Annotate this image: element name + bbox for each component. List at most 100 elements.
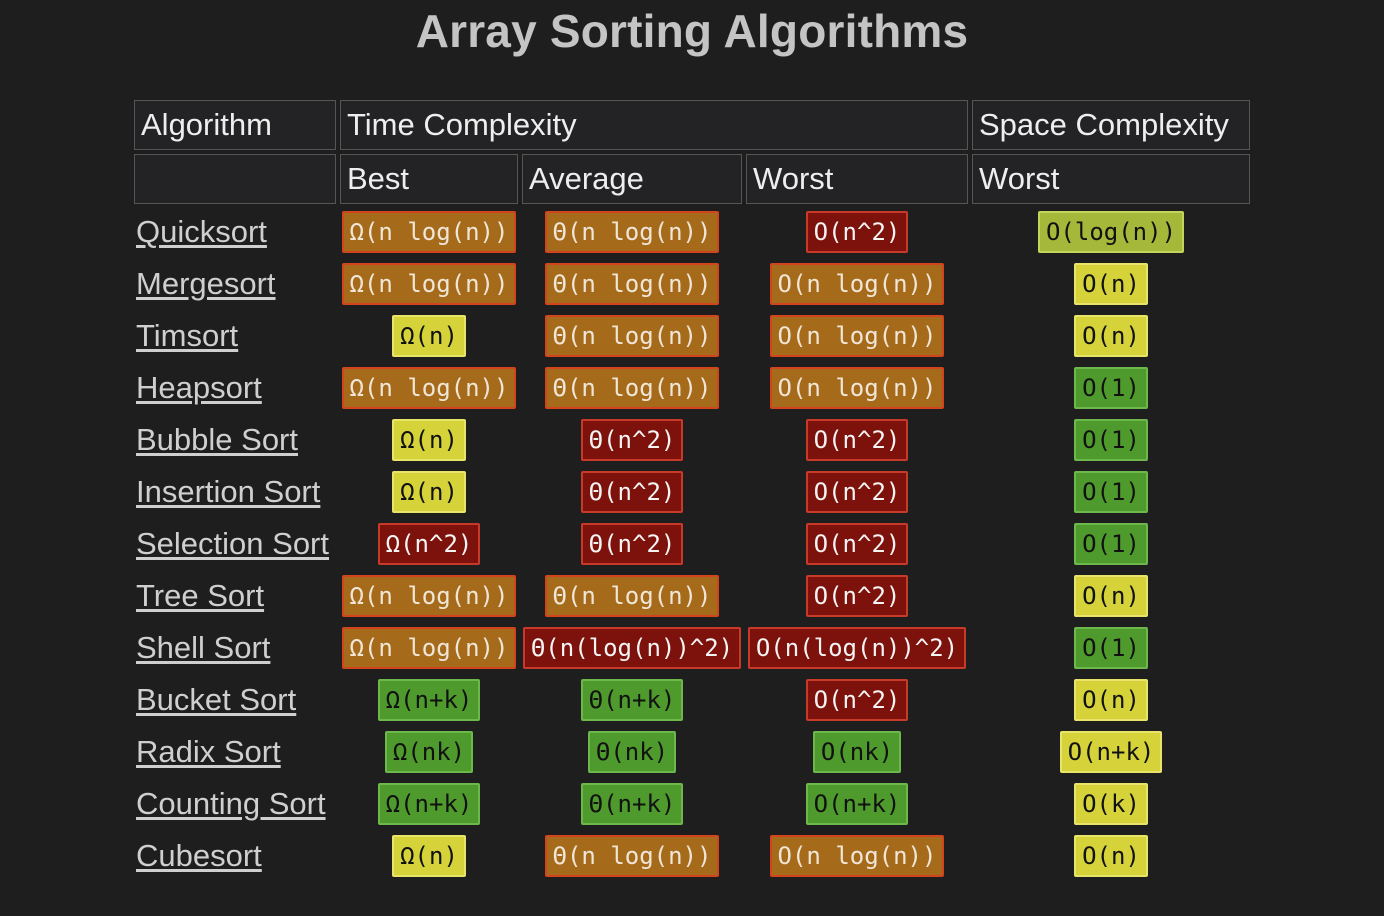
space-cell: O(n) [972, 676, 1250, 724]
best-cell: Ω(n) [340, 312, 518, 360]
worst-cell: O(n log(n)) [746, 832, 968, 880]
space-complexity-badge: O(log(n)) [1037, 211, 1185, 253]
space-cell: O(1) [972, 520, 1250, 568]
header-best: Best [340, 154, 518, 204]
algorithm-link[interactable]: Selection Sort [136, 526, 329, 561]
worst-complexity-badge: O(n log(n)) [769, 315, 945, 357]
worst-cell: O(n^2) [746, 520, 968, 568]
worst-cell: O(n^2) [746, 208, 968, 256]
algorithm-link[interactable]: Mergesort [136, 266, 276, 301]
algorithm-link[interactable]: Cubesort [136, 838, 262, 873]
space-cell: O(n) [972, 312, 1250, 360]
average-complexity-badge: Θ(n log(n)) [544, 315, 720, 357]
average-complexity-badge: Θ(n^2) [580, 471, 684, 513]
algorithm-link[interactable]: Counting Sort [136, 786, 326, 821]
average-cell: Θ(n+k) [522, 676, 742, 724]
space-complexity-badge: O(1) [1074, 419, 1148, 461]
space-complexity-badge: O(n) [1074, 263, 1148, 305]
best-complexity-badge: Ω(n log(n)) [341, 575, 517, 617]
table-row: Selection Sort Ω(n^2) Θ(n^2) O(n^2) O(1) [134, 520, 1250, 568]
worst-complexity-badge: O(n^2) [805, 419, 909, 461]
best-complexity-badge: Ω(n) [392, 471, 466, 513]
header-time-complexity: Time Complexity [340, 100, 968, 150]
algorithm-cell: Mergesort [134, 260, 336, 308]
space-cell: O(n) [972, 832, 1250, 880]
space-complexity-badge: O(n) [1074, 835, 1148, 877]
space-cell: O(1) [972, 624, 1250, 672]
average-complexity-badge: Θ(nk) [587, 731, 677, 773]
worst-complexity-badge: O(n+k) [805, 783, 909, 825]
best-complexity-badge: Ω(n log(n)) [341, 263, 517, 305]
worst-complexity-badge: O(n^2) [805, 523, 909, 565]
worst-complexity-badge: O(n log(n)) [769, 367, 945, 409]
algorithm-cell: Insertion Sort [134, 468, 336, 516]
header-algorithm: Algorithm [134, 100, 336, 150]
best-cell: Ω(n log(n)) [340, 260, 518, 308]
average-cell: Θ(n log(n)) [522, 260, 742, 308]
best-complexity-badge: Ω(n) [392, 315, 466, 357]
algorithm-cell: Counting Sort [134, 780, 336, 828]
average-complexity-badge: Θ(n(log(n))^2) [522, 627, 742, 669]
average-complexity-badge: Θ(n^2) [580, 419, 684, 461]
worst-complexity-badge: O(n^2) [805, 679, 909, 721]
sorting-complexity-table: Algorithm Time Complexity Space Complexi… [130, 96, 1254, 884]
best-cell: Ω(n log(n)) [340, 208, 518, 256]
worst-complexity-badge: O(n^2) [805, 575, 909, 617]
algorithm-link[interactable]: Bucket Sort [136, 682, 297, 717]
average-cell: Θ(nk) [522, 728, 742, 776]
header-space-worst: Worst [972, 154, 1250, 204]
algorithm-link[interactable]: Shell Sort [136, 630, 271, 665]
average-complexity-badge: Θ(n+k) [580, 783, 684, 825]
space-complexity-badge: O(1) [1074, 471, 1148, 513]
average-complexity-badge: Θ(n log(n)) [544, 211, 720, 253]
best-complexity-badge: Ω(n log(n)) [341, 211, 517, 253]
algorithm-link[interactable]: Heapsort [136, 370, 262, 405]
space-complexity-badge: O(k) [1074, 783, 1148, 825]
space-complexity-badge: O(1) [1074, 367, 1148, 409]
worst-cell: O(n log(n)) [746, 364, 968, 412]
algorithm-cell: Radix Sort [134, 728, 336, 776]
worst-complexity-badge: O(n^2) [805, 471, 909, 513]
algorithm-link[interactable]: Bubble Sort [136, 422, 298, 457]
table-row: Bubble Sort Ω(n) Θ(n^2) O(n^2) O(1) [134, 416, 1250, 464]
best-cell: Ω(n log(n)) [340, 572, 518, 620]
table-row: Tree Sort Ω(n log(n)) Θ(n log(n)) O(n^2) O(n… [134, 572, 1250, 620]
algorithm-link[interactable]: Tree Sort [136, 578, 265, 613]
average-complexity-badge: Θ(n+k) [580, 679, 684, 721]
space-complexity-badge: O(1) [1074, 523, 1148, 565]
best-complexity-badge: Ω(n) [392, 419, 466, 461]
table-row: Timsort Ω(n) Θ(n log(n)) O(n log(n)) O(n) [134, 312, 1250, 360]
algorithm-cell: Bucket Sort [134, 676, 336, 724]
best-complexity-badge: Ω(n^2) [377, 523, 481, 565]
best-cell: Ω(n+k) [340, 676, 518, 724]
algorithm-link[interactable]: Timsort [136, 318, 239, 353]
average-cell: Θ(n+k) [522, 780, 742, 828]
best-complexity-badge: Ω(nk) [384, 731, 474, 773]
page-title: Array Sorting Algorithms [415, 5, 969, 57]
average-cell: Θ(n log(n)) [522, 364, 742, 412]
algorithm-link[interactable]: Insertion Sort [136, 474, 321, 509]
best-cell: Ω(n) [340, 416, 518, 464]
best-complexity-badge: Ω(n log(n)) [341, 627, 517, 669]
worst-cell: O(n(log(n))^2) [746, 624, 968, 672]
worst-complexity-badge: O(n^2) [805, 211, 909, 253]
worst-complexity-badge: O(n log(n)) [769, 263, 945, 305]
header-space-complexity: Space Complexity [972, 100, 1250, 150]
table-row: Mergesort Ω(n log(n))Θ(n log(n)) O(n log(n… [134, 260, 1250, 308]
algorithm-cell: Cubesort [134, 832, 336, 880]
average-complexity-badge: Θ(n^2) [580, 523, 684, 565]
table-row: Heapsort Ω(n log(n))Θ(n log(n)) O(n log(n)… [134, 364, 1250, 412]
space-complexity-badge: O(n) [1074, 575, 1148, 617]
best-cell: Ω(n) [340, 468, 518, 516]
best-complexity-badge: Ω(n log(n)) [341, 367, 517, 409]
worst-cell: O(n+k) [746, 780, 968, 828]
worst-complexity-badge: O(n log(n)) [769, 835, 945, 877]
algorithm-link[interactable]: Radix Sort [136, 734, 281, 769]
average-cell: Θ(n log(n)) [522, 572, 742, 620]
average-complexity-badge: Θ(n log(n)) [544, 575, 720, 617]
worst-complexity-badge: O(n(log(n))^2) [747, 627, 967, 669]
algorithm-link[interactable]: Quicksort [136, 214, 267, 249]
worst-cell: O(nk) [746, 728, 968, 776]
